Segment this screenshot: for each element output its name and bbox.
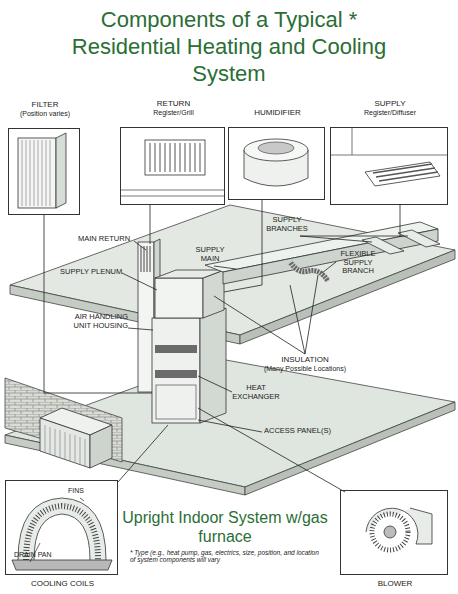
leader-lines — [44, 200, 408, 492]
leader-line — [400, 205, 401, 237]
condenser-side — [90, 425, 112, 468]
part-label: AIR HANDLING UNIT HOUSING — [64, 313, 128, 330]
humidifier-top — [244, 139, 308, 161]
callout-heading: FINS — [68, 487, 108, 495]
blower-hub — [384, 526, 396, 538]
flexible-duct-ridges — [290, 262, 328, 281]
flexible-duct — [290, 262, 328, 281]
callout-box: HUMIDIFIER — [228, 127, 325, 200]
air-handler-front — [152, 318, 200, 423]
callout-heading: RETURN — [121, 99, 226, 108]
wall-floor-line — [330, 127, 448, 155]
callout-heading: HUMIDIFIER — [229, 108, 326, 117]
access-panel — [156, 385, 196, 419]
return-grill-icon — [145, 140, 205, 175]
part-label: ACCESS PANEL(S) — [264, 427, 344, 436]
leader-line — [214, 275, 318, 354]
leader-line — [300, 236, 408, 242]
leader-line — [198, 408, 345, 492]
supply-branch — [398, 230, 440, 247]
condenser-grille — [45, 425, 85, 466]
plenum-front — [155, 278, 203, 318]
part-label: Upright Indoor System w/gas furnace — [120, 508, 330, 546]
part-label: INSULATION — [250, 355, 360, 364]
part-label: MAIN RETURN — [78, 235, 140, 244]
leader-line — [322, 262, 336, 273]
part-label: SUPPLY PLENUM — [60, 268, 126, 277]
leader-line — [224, 200, 262, 292]
drain-pan — [12, 560, 112, 570]
filter-icon — [18, 138, 56, 208]
part-label: * Type (e.g., heat pump, gas, electrics,… — [130, 549, 325, 564]
leader-line — [118, 425, 168, 482]
leader-line — [214, 266, 236, 269]
leader-line — [122, 273, 157, 290]
register-slots — [373, 164, 438, 181]
heat-exchanger — [155, 370, 197, 378]
coil-arch — [18, 498, 106, 560]
blower-wheel — [372, 514, 408, 550]
filter-pleats — [22, 140, 50, 206]
leader-line — [134, 241, 146, 250]
callout-text: Register/Diffuser — [331, 109, 449, 117]
heat-exchanger — [155, 345, 197, 353]
callout-text: COOLING COILS — [6, 579, 119, 588]
air-handler-side — [200, 308, 226, 423]
leader-line — [150, 205, 151, 244]
part-label: (Many Possible Locations) — [250, 365, 360, 373]
callout-heading: FILTER — [3, 100, 87, 109]
part-label: HEAT EXCHANGER — [230, 384, 282, 401]
part-label: FLEXIBLE SUPPLY BRANCH — [334, 250, 382, 276]
part-label: SUPPLY MAIN — [192, 246, 228, 263]
diagram-title: Components of a Typical * Residential He… — [70, 6, 388, 87]
callout-heading: BLOWER — [341, 579, 449, 588]
filter-frame — [56, 133, 66, 208]
lower-slab-edge — [245, 402, 455, 495]
callout-heading: SUPPLY — [331, 99, 449, 108]
callout-box: BLOWER — [340, 490, 448, 575]
callout-box: RETURNRegister/Grill — [120, 127, 225, 205]
condenser-front — [40, 418, 90, 468]
callout-box: FINSDRAIN PANCOOLING COILS — [5, 480, 118, 575]
callout-box: FILTER(Position varies) — [8, 128, 80, 215]
grill-slats — [150, 143, 200, 172]
humidifier-disc — [258, 142, 294, 154]
callout-box: SUPPLYRegister/Diffuser — [330, 127, 448, 205]
lower-floor-slab — [5, 358, 455, 487]
leader-line — [198, 376, 232, 392]
plenum-top — [155, 270, 224, 278]
callout-text: DRAIN PAN — [14, 551, 64, 559]
callout-text: Register/Grill — [121, 109, 226, 117]
part-label: SUPPLY BRANCHES — [262, 216, 312, 233]
upper-floor-slab — [10, 205, 455, 335]
leader-line — [128, 328, 153, 330]
supply-register-icon — [365, 162, 440, 186]
callout-text: (Position varies) — [3, 110, 87, 118]
leader-line — [44, 215, 152, 393]
baseboard — [120, 190, 225, 196]
